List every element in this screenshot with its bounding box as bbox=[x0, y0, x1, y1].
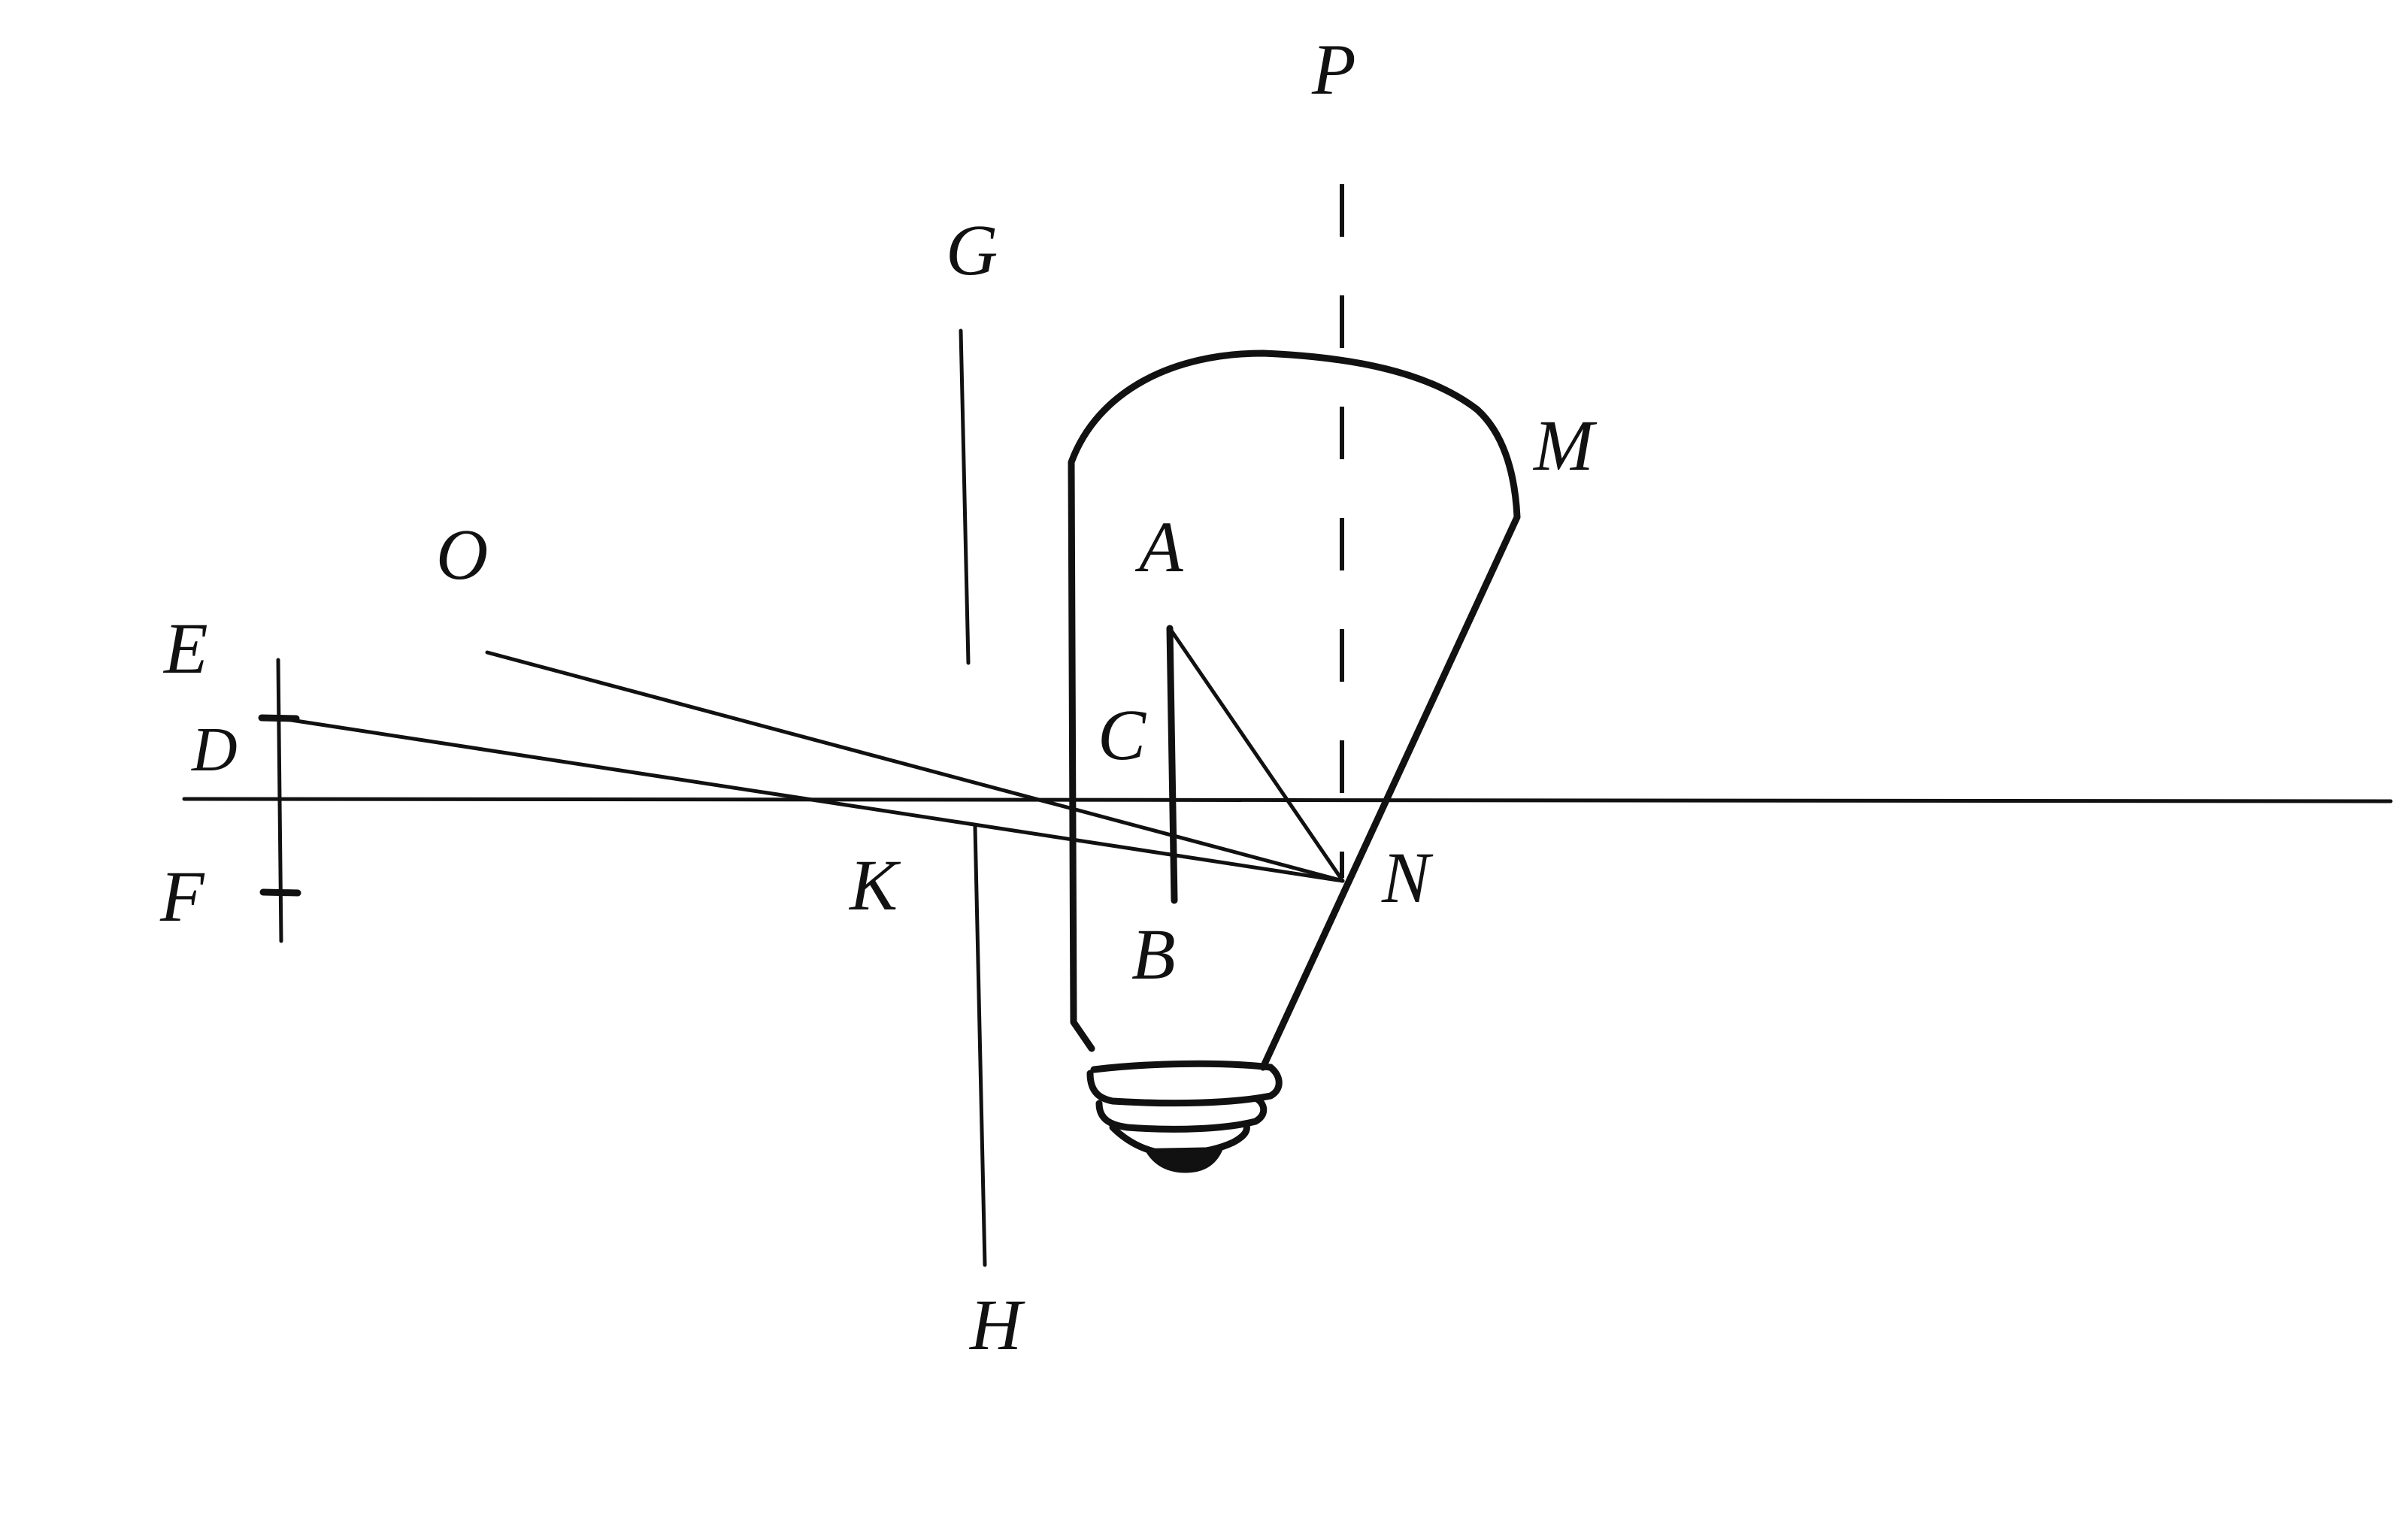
bulb-outline bbox=[1068, 350, 1521, 1071]
ray-d-to-n bbox=[279, 716, 1345, 883]
screen-gh-upper bbox=[959, 328, 971, 665]
label-p: P bbox=[1311, 29, 1356, 110]
bulb-base bbox=[1086, 1060, 1283, 1173]
label-d: D bbox=[191, 715, 238, 785]
label-h: H bbox=[968, 1285, 1025, 1365]
segment-ab bbox=[1166, 625, 1178, 904]
label-n: N bbox=[1381, 837, 1434, 918]
screen-gh-lower bbox=[973, 825, 987, 1267]
scale-bar-ef bbox=[276, 658, 283, 943]
label-f: F bbox=[159, 856, 205, 937]
ray-o-to-n bbox=[485, 650, 1345, 883]
label-g: G bbox=[946, 210, 998, 290]
label-m: M bbox=[1532, 405, 1598, 486]
label-b: B bbox=[1131, 914, 1176, 994]
label-c: C bbox=[1098, 694, 1146, 775]
label-e: E bbox=[162, 608, 208, 688]
tick-f bbox=[259, 888, 301, 897]
label-a: A bbox=[1134, 507, 1183, 587]
label-o: O bbox=[436, 514, 488, 595]
label-k: K bbox=[848, 845, 901, 925]
ray-a-to-n bbox=[1168, 626, 1345, 883]
